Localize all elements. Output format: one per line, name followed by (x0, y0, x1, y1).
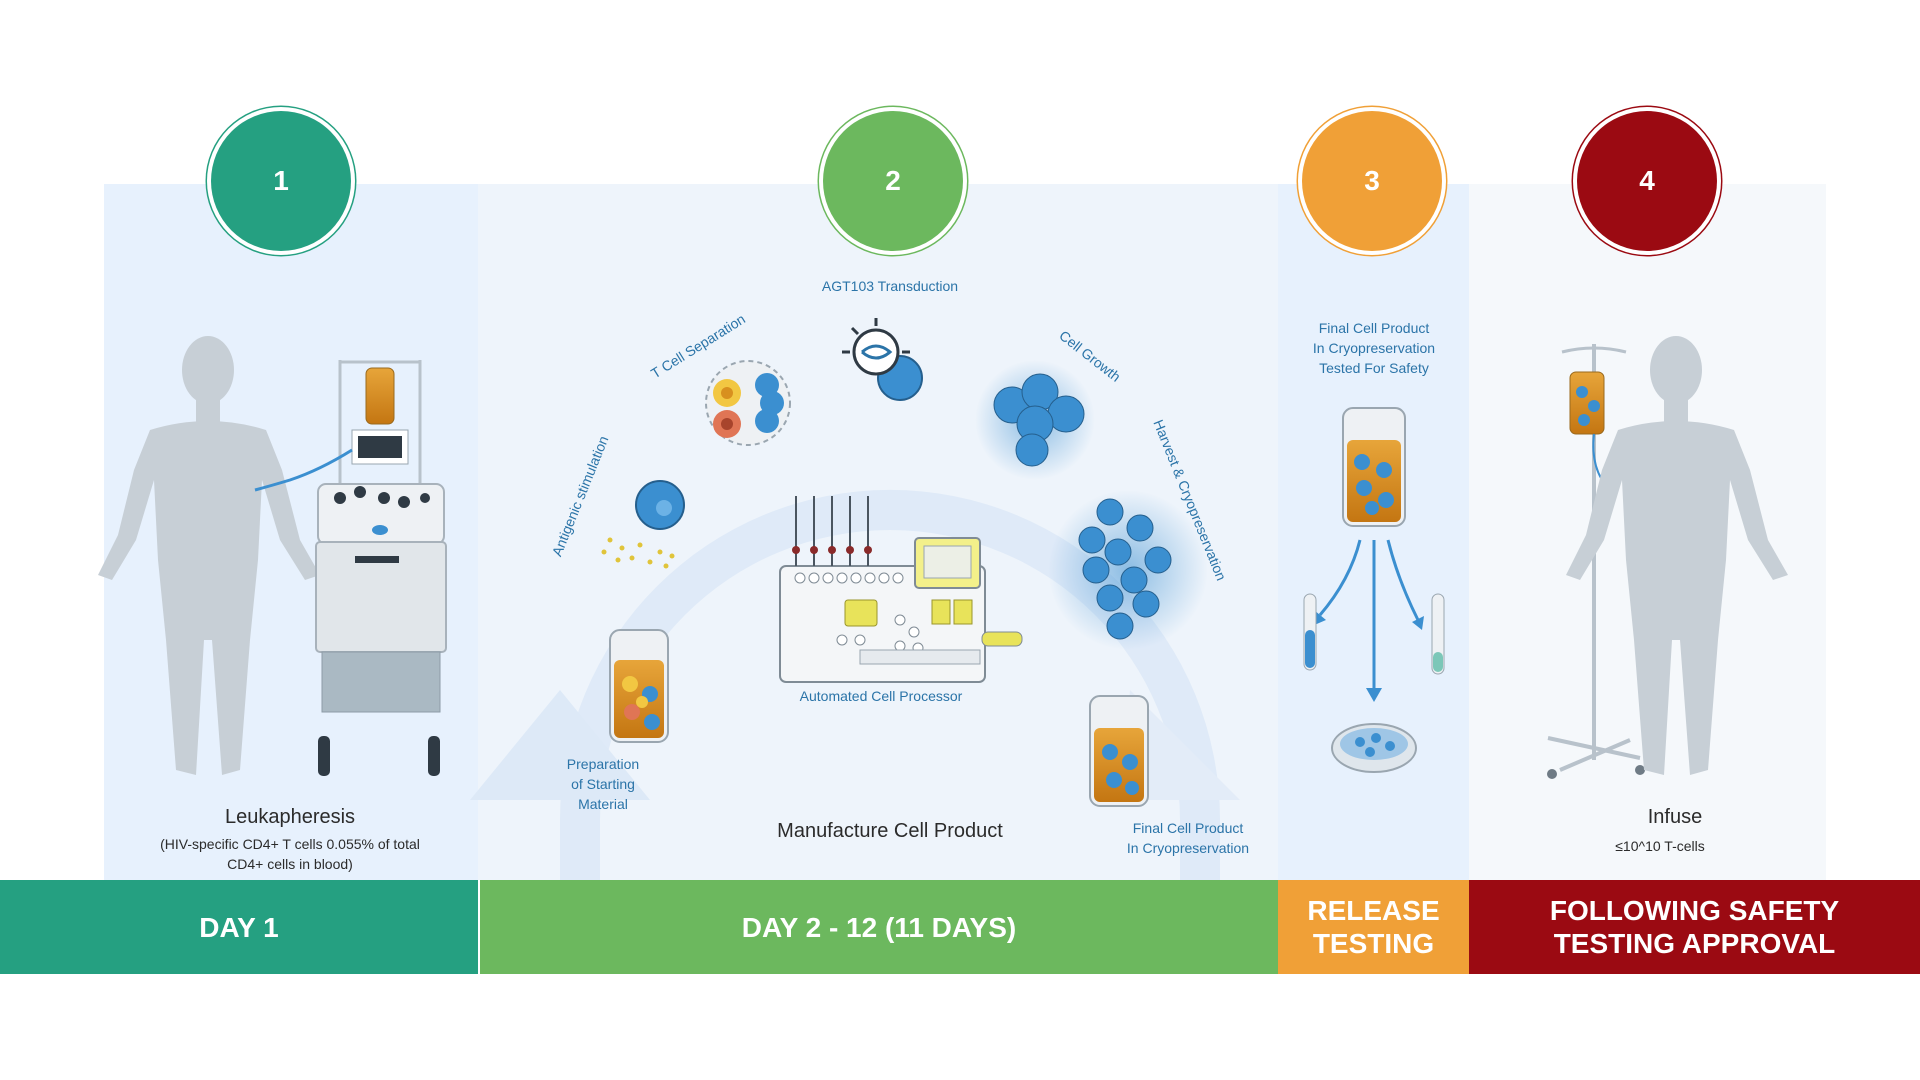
cell-processor (779, 496, 1023, 683)
test-tube-right (1431, 593, 1445, 675)
cell-growth-cluster (975, 360, 1095, 480)
final-line2: In Cryopreservation (1126, 840, 1250, 856)
infuse-dose: ≤10^10 T-cells (1615, 838, 1705, 854)
test-tube-left (1303, 593, 1317, 671)
band-release-line1: RELEASE (1307, 895, 1440, 926)
manufacture-title: Manufacture Cell Product (777, 820, 1003, 842)
label-transduction: AGT103 Transduction (821, 278, 959, 294)
label-cell-processor: Automated Cell Processor (799, 688, 963, 704)
band-release-line2: TESTING (1312, 928, 1435, 959)
label-final-product-panel2: Final Cell Product In Cryopreservation (1110, 818, 1266, 858)
band-approval-line1: FOLLOWING SAFETY (1549, 895, 1840, 926)
release-line3: Tested For Safety (1319, 360, 1429, 376)
release-line2: In Cryopreservation (1312, 340, 1436, 356)
band-day2-12: DAY 2 - 12 (11 DAYS) (480, 880, 1278, 974)
antigen-cell (601, 480, 685, 569)
human-figure-left (98, 336, 320, 775)
final-bag-panel2 (1089, 695, 1149, 807)
band-release-testing: RELEASE TESTING (1278, 880, 1469, 974)
release-arrows (1318, 539, 1420, 690)
step-3-circle: 3 (1302, 111, 1442, 251)
human-figure-right (1566, 336, 1788, 775)
band-approval-line2: TESTING APPROVAL (1553, 928, 1836, 959)
final-line1: Final Cell Product (1132, 820, 1244, 836)
preparation-bag (609, 629, 669, 743)
petri-dish (1331, 723, 1417, 773)
leukapheresis-title: Leukapheresis (224, 806, 356, 828)
leukapheresis-detail-line2: CD4+ cells in blood) (227, 856, 353, 872)
label-preparation: Preparation of Starting Material (540, 754, 666, 814)
separation-dish (705, 360, 791, 446)
release-line1: Final Cell Product (1318, 320, 1430, 336)
infuse-title: Infuse (1647, 806, 1703, 828)
prep-line3: Material (578, 796, 628, 812)
step-4-circle: 4 (1577, 111, 1717, 251)
harvest-cluster (1048, 490, 1208, 650)
release-bag (1342, 407, 1406, 527)
band-day1: DAY 1 (0, 880, 478, 974)
prep-line2: of Starting (571, 776, 635, 792)
step-1-circle: 1 (211, 111, 351, 251)
leukapheresis-detail-line1: (HIV-specific CD4+ T cells 0.055% of tot… (160, 836, 420, 852)
apheresis-machine (254, 360, 447, 776)
prep-line1: Preparation (566, 756, 640, 772)
band-approval: FOLLOWING SAFETY TESTING APPROVAL (1469, 880, 1920, 974)
transduction-virus (842, 318, 923, 401)
label-release-description: Final Cell Product In Cryopreservation T… (1284, 318, 1464, 378)
step-2-circle: 2 (823, 111, 963, 251)
